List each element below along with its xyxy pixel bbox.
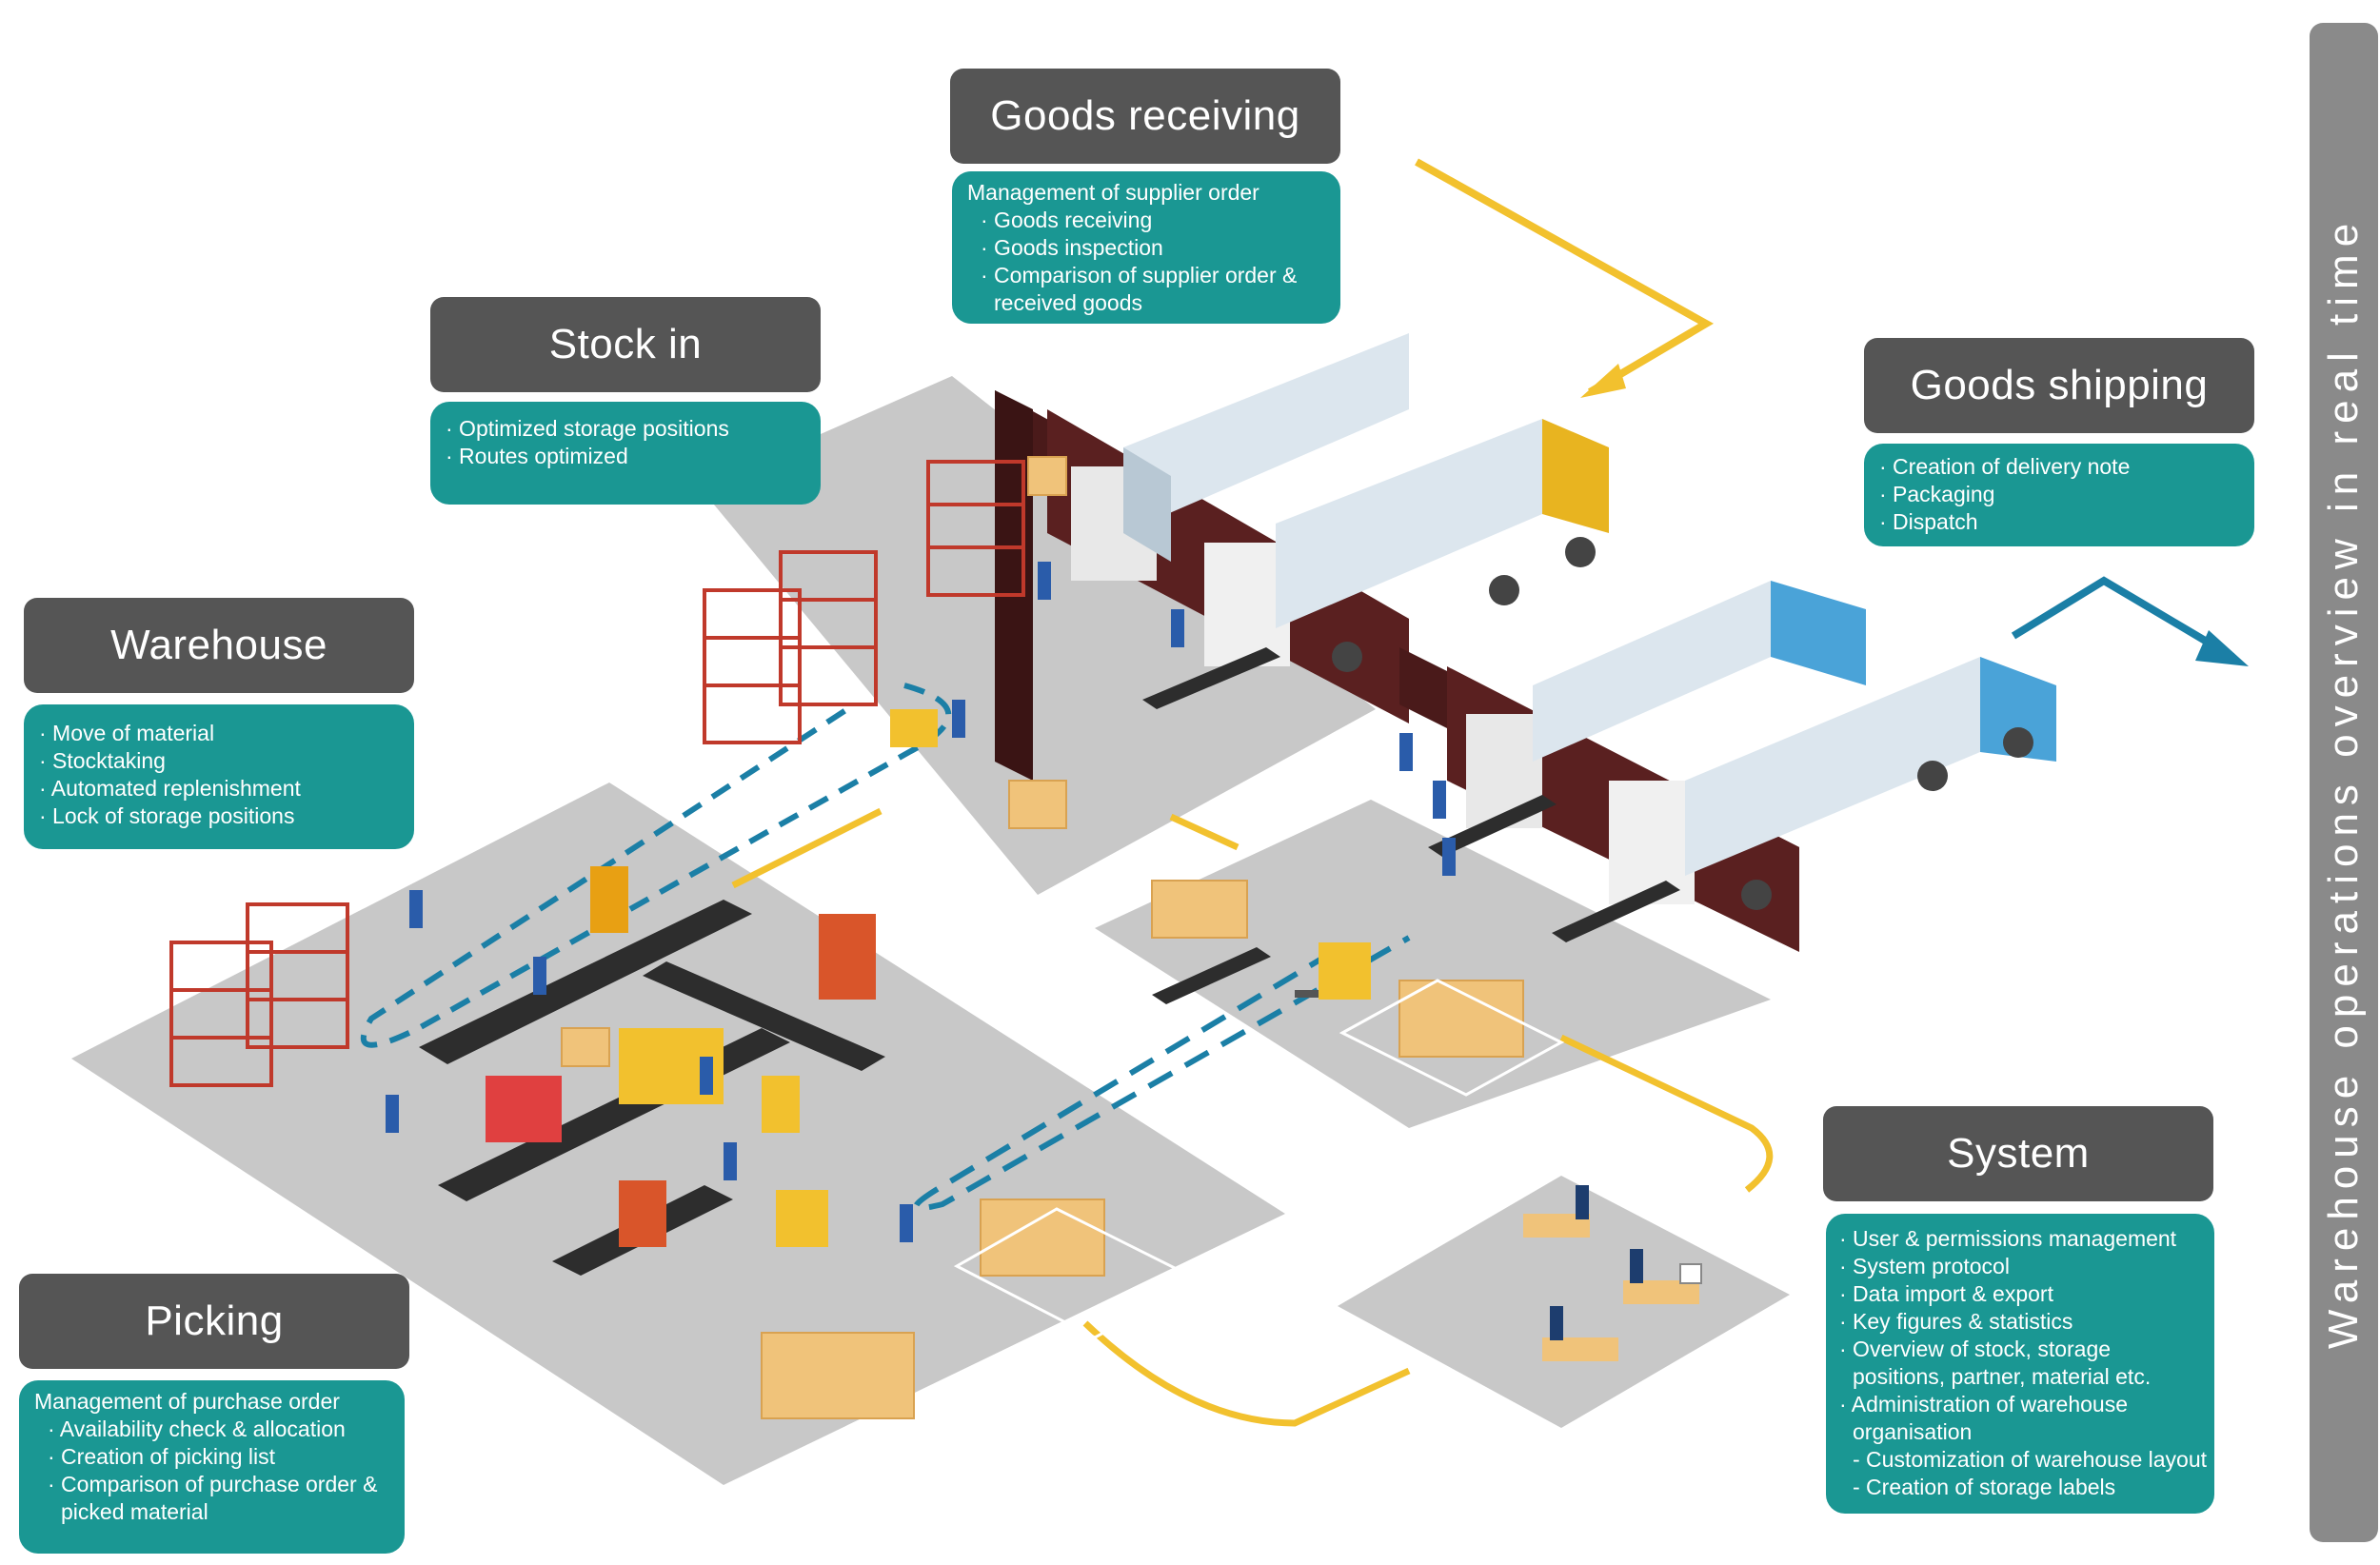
goods-shipping-details: · Creation of delivery note · Packaging …: [1864, 444, 2254, 546]
info-line: · Optimized storage positions: [446, 416, 729, 441]
worker-icon: [386, 562, 1456, 1242]
goods-receiving-details: Management of supplier order · Goods rec…: [952, 171, 1340, 324]
yellow-connector-stock-picking: [731, 807, 883, 889]
info-line: · Creation of picking list: [48, 1444, 276, 1469]
sidebar-label: Warehouse operations overview in real ti…: [2320, 215, 2367, 1350]
yellow-connector-system-2: [1082, 1320, 1411, 1427]
warehouse-details: · Move of material · Stocktaking · Autom…: [24, 704, 414, 849]
shipping-floor: [1095, 800, 1771, 1128]
system-details: · User & permissions management · System…: [1826, 1214, 2214, 1514]
desk-computer-icon: [1523, 1185, 1702, 1361]
picking-floor: [71, 782, 1285, 1485]
shelf-rack-icon: [169, 460, 1025, 1087]
info-line: · Automated replenishment: [39, 776, 301, 801]
picking-title: Picking: [19, 1274, 409, 1369]
robot-arm-icon: [486, 866, 876, 1247]
info-line: · Administration of warehouse: [1839, 1392, 2128, 1416]
goods-shipping-title: Goods shipping: [1864, 338, 2254, 433]
blue-dashed-route-picking: [913, 935, 1411, 1212]
info-line: · Lock of storage positions: [39, 803, 295, 828]
info-line: · System protocol: [1839, 1254, 2010, 1278]
realtime-overview-sidebar: Warehouse operations overview in real ti…: [2310, 23, 2378, 1542]
info-line: · Packaging: [1879, 482, 1995, 506]
cardboard-box-icon: [561, 456, 1524, 1419]
info-line: · Stocktaking: [39, 748, 166, 773]
info-line: · Comparison of purchase order &: [48, 1472, 378, 1496]
info-line: Management of purchase order: [34, 1389, 340, 1414]
info-line: · Goods receiving: [981, 208, 1153, 232]
info-line: · Creation of delivery note: [1879, 454, 2131, 479]
info-line: received goods: [994, 290, 1142, 315]
info-line: - Customization of warehouse layout: [1853, 1447, 2208, 1472]
yellow-connector-system-1: [1559, 1034, 1774, 1193]
system-floor: [1338, 1176, 1790, 1428]
blue-flow-arrow: [2011, 576, 2249, 666]
blue-dashed-route-warehouse: [360, 683, 952, 1048]
stock-in-floor: [700, 376, 1376, 895]
info-line: · Dispatch: [1879, 509, 1978, 534]
info-line: picked material: [61, 1499, 208, 1524]
stock-in-title: Stock in: [430, 297, 821, 392]
system-title: System: [1823, 1106, 2213, 1201]
info-line: - Creation of storage labels: [1853, 1475, 2116, 1499]
info-line: organisation: [1853, 1419, 1973, 1444]
info-line: · Overview of stock, storage: [1839, 1337, 2112, 1361]
info-line: · Availability check & allocation: [48, 1416, 346, 1441]
info-line: · Goods inspection: [981, 235, 1163, 260]
truck-icon: [1123, 333, 1609, 672]
info-line: · Data import & export: [1839, 1281, 2053, 1306]
warehouse-title: Warehouse: [24, 598, 414, 693]
yellow-connector-stock-shipping: [1169, 813, 1240, 851]
picking-details: Management of purchase order · Availabil…: [19, 1380, 405, 1554]
info-line: · User & permissions management: [1839, 1226, 2177, 1251]
goods-receiving-title: Goods receiving: [950, 69, 1340, 164]
info-line: positions, partner, material etc.: [1853, 1364, 2152, 1389]
yellow-flow-arrow: [1415, 158, 1715, 398]
forklift-icon: [776, 709, 1371, 1247]
info-line: Management of supplier order: [967, 180, 1259, 205]
floor-markings: [953, 979, 1565, 1339]
truck-icon: [1533, 581, 2056, 910]
info-line: · Key figures & statistics: [1839, 1309, 2073, 1334]
stock-in-details: · Optimized storage positions · Routes o…: [430, 402, 821, 505]
info-line: · Routes optimized: [446, 444, 628, 468]
info-line: · Move of material: [39, 721, 215, 745]
info-line: · Comparison of supplier order &: [981, 263, 1298, 287]
